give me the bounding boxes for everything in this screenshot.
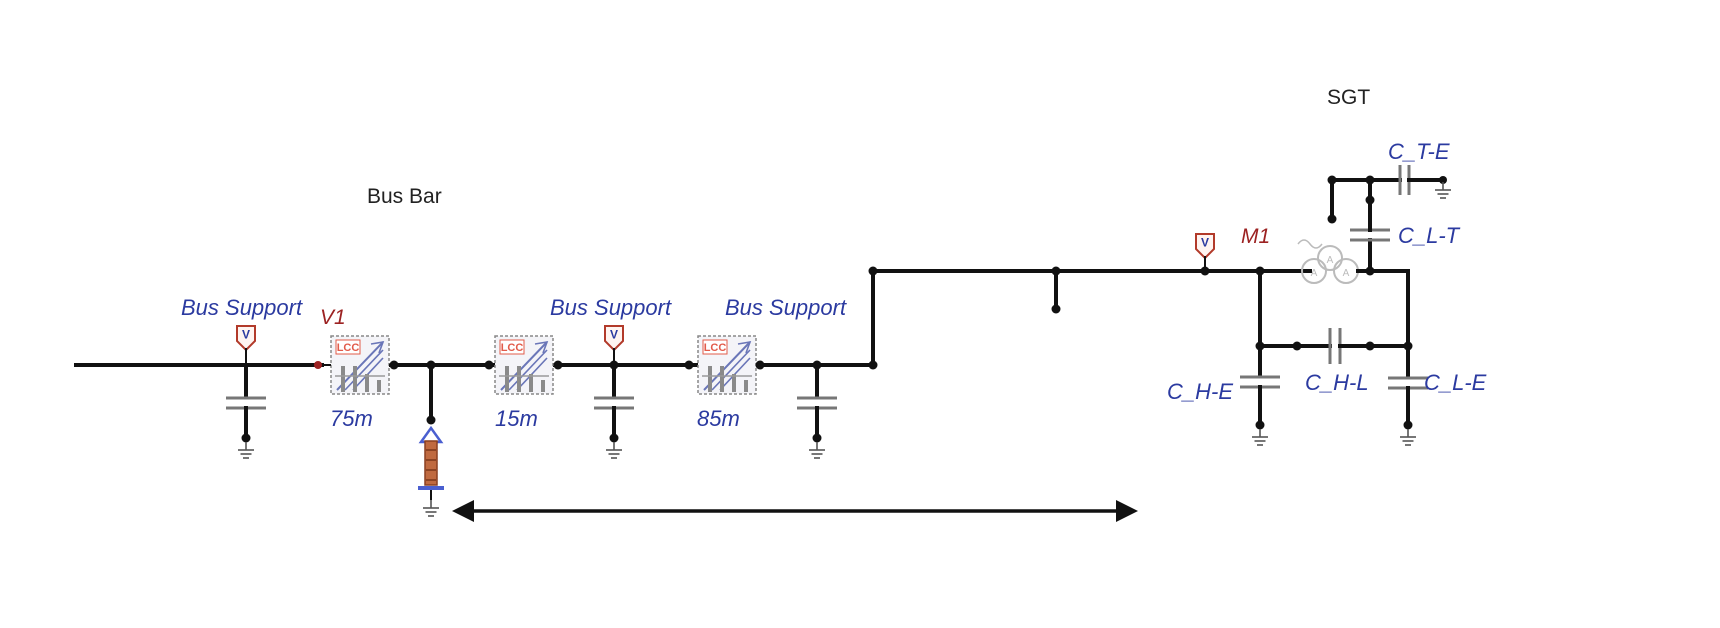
svg-text:A: A [1327,255,1334,266]
ground-icon [808,441,826,459]
voltmeter-icon [1195,233,1215,259]
ground-icon [237,441,255,459]
capacitor-c-lt [1350,178,1390,273]
bus-bar-label: Bus Bar [367,185,442,208]
bus-support-label-2: Bus Support [550,295,672,320]
line-2-length-label: 15m [495,406,538,431]
ground-icon [1434,181,1452,199]
lcc-line-2-icon [493,334,555,396]
main-bus-wires [74,269,1312,367]
capacitor-c-he [1240,269,1280,446]
distance-arrow [452,500,1138,522]
sgt-label: SGT [1327,86,1370,109]
ground-icon [422,499,440,517]
c-lt-label: C_L-T [1398,223,1461,248]
ground-icon [1251,428,1269,446]
transformer-icon: A A A [1297,239,1359,284]
ground-icon [1399,428,1417,446]
surge-arrester [418,360,444,517]
c-hl-label: C_H-L [1305,370,1369,395]
lcc-line-3-icon [696,334,758,396]
capacitor-c-hl [1258,328,1413,364]
bus-support-label-3: Bus Support [725,295,847,320]
capacitor-c-le [1388,269,1428,446]
c-te-label: C_T-E [1388,139,1450,164]
line-3-length-label: 85m [697,406,740,431]
c-le-label: C_L-E [1424,370,1487,395]
m1-label: M1 [1241,225,1270,248]
voltmeter-icon [236,325,256,351]
svg-text:A: A [1343,268,1350,279]
bus-support-label-1: Bus Support [181,295,303,320]
v1-probe-node [314,361,322,369]
capacitor-c-te [1327,165,1452,224]
bus-support-capacitor-2 [594,363,634,459]
line-1-length-label: 75m [330,406,373,431]
voltmeter-icon [604,325,624,351]
bus-support-capacitor-3 [797,360,837,459]
bus-support-capacitor-1 [226,363,266,459]
lcc-line-1-icon [329,334,391,396]
c-he-label: C_H-E [1167,379,1233,404]
v1-label: V1 [320,306,346,329]
ground-icon [605,441,623,459]
svg-text:A: A [1311,268,1318,279]
